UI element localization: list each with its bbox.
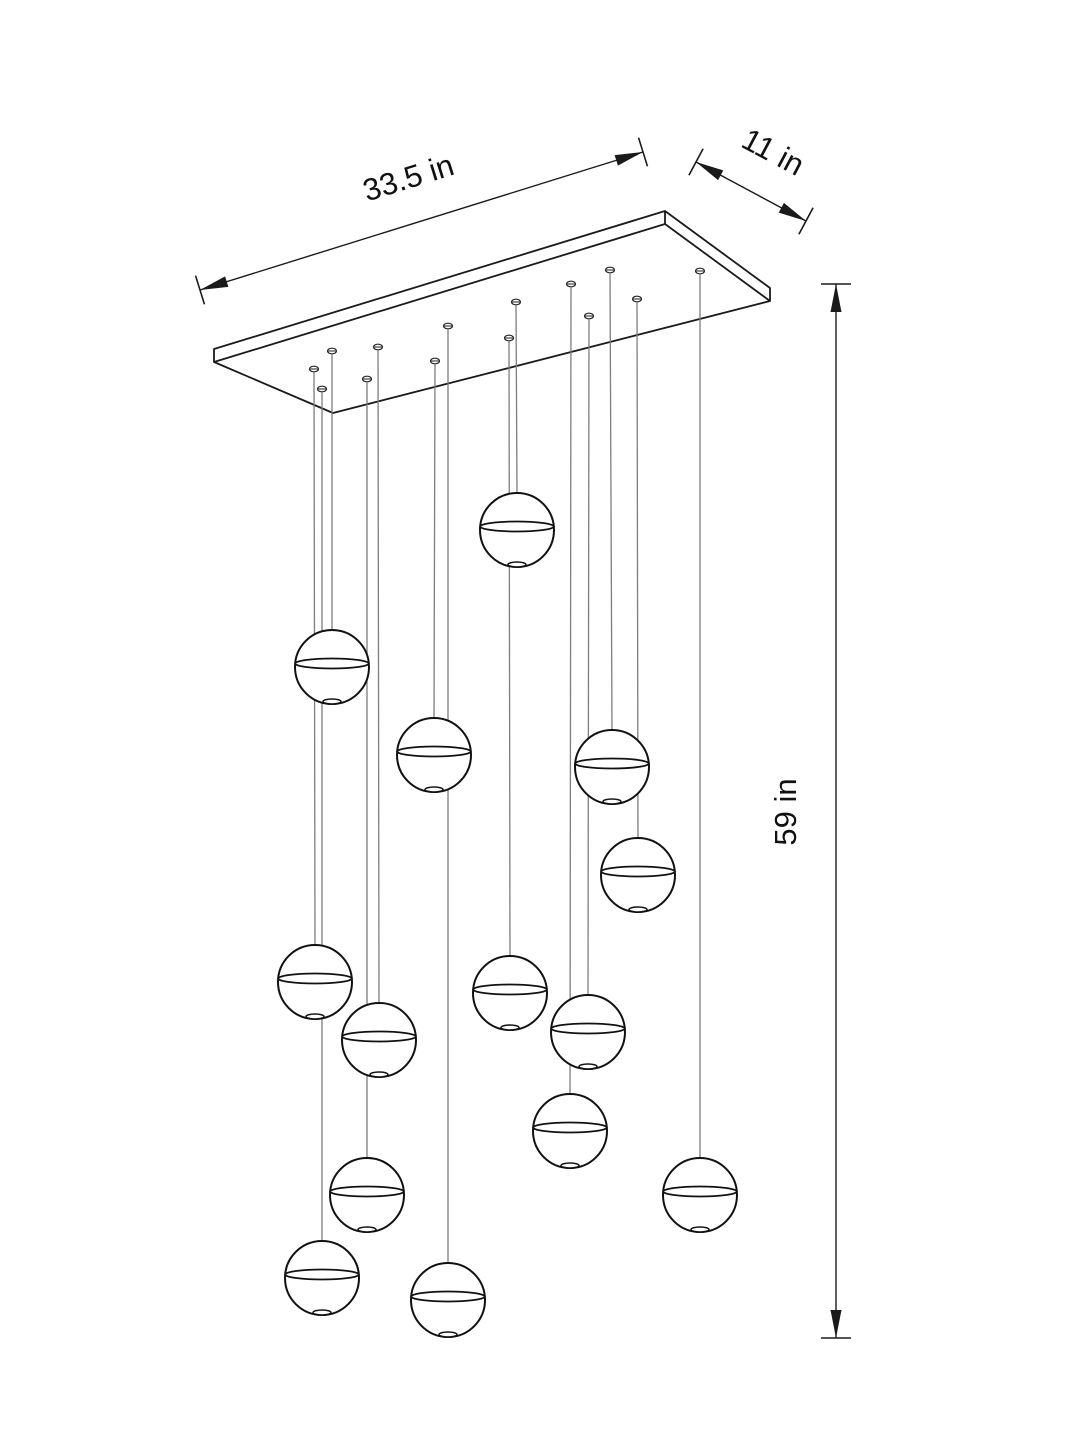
pendant-wire	[569, 286, 572, 1095]
dim-line-width	[199, 151, 644, 291]
globe-aperture	[602, 798, 622, 805]
dimension-annotations: 33.5 in 11 in 59 in	[194, 121, 851, 1339]
globe-aperture	[357, 1226, 377, 1233]
pendant-wire	[587, 318, 590, 996]
globe-pendant	[472, 955, 548, 1031]
globe-aperture	[369, 1071, 389, 1078]
ceiling-canopy	[213, 210, 771, 414]
globe-band	[532, 1121, 608, 1134]
globe-aperture	[438, 1331, 458, 1338]
globe-band	[410, 1290, 486, 1303]
pendant-wire	[508, 340, 511, 957]
globe-band	[662, 1185, 738, 1198]
globe-pendant	[662, 1157, 738, 1233]
dim-label-depth: 11 in	[736, 121, 810, 182]
globe-aperture	[312, 1309, 332, 1316]
globe-pendant	[396, 717, 472, 793]
globe-band	[472, 983, 548, 996]
globe-band	[479, 520, 555, 533]
globe-pendant	[277, 944, 353, 1020]
globe-aperture	[424, 786, 444, 793]
globe-aperture	[578, 1063, 598, 1070]
pendant-wire	[609, 272, 613, 731]
globe-pendant	[284, 1240, 360, 1316]
suspension-wires	[313, 272, 701, 1264]
globe-band	[396, 745, 472, 758]
dim-label-width: 33.5 in	[359, 147, 458, 208]
pendant-wire	[377, 349, 380, 1004]
pendant-wire	[433, 363, 436, 719]
globe-band	[600, 865, 676, 878]
globe-pendant	[341, 1002, 417, 1078]
globe-pendant	[294, 629, 370, 705]
dim-tick-depth	[798, 207, 814, 235]
globe-aperture	[500, 1024, 520, 1031]
globe-pendant	[550, 994, 626, 1070]
dim-tick-width	[194, 275, 206, 305]
globe-band	[294, 657, 370, 670]
globe-aperture	[507, 561, 527, 568]
canopy-edge	[213, 223, 666, 363]
globe-pendant	[574, 729, 650, 805]
canopy-outline	[213, 210, 771, 414]
dim-tick-width	[637, 137, 649, 167]
globe-band	[329, 1185, 405, 1198]
canopy-grommets	[308, 266, 706, 393]
dim-line-depth	[695, 161, 807, 222]
dim-label-height: 59 in	[768, 778, 803, 845]
globe-aperture	[560, 1162, 580, 1169]
globe-pendant	[532, 1093, 608, 1169]
globe-pendant	[479, 492, 555, 568]
globe-aperture	[305, 1013, 325, 1020]
globe-aperture	[628, 906, 648, 913]
globe-pendant	[410, 1262, 486, 1338]
globe-band	[284, 1268, 360, 1281]
globe-band	[574, 757, 650, 770]
globe-band	[550, 1022, 626, 1035]
canopy-edge	[664, 223, 771, 302]
globe-pendant	[600, 837, 676, 913]
globe-aperture	[322, 698, 342, 705]
globe-aperture	[690, 1226, 710, 1233]
globe-pendant	[329, 1157, 405, 1233]
globe-band	[277, 972, 353, 985]
globe-pendants	[277, 492, 738, 1338]
pendant-wire	[515, 304, 518, 494]
dim-tick-depth	[688, 148, 704, 176]
globe-band	[341, 1030, 417, 1043]
